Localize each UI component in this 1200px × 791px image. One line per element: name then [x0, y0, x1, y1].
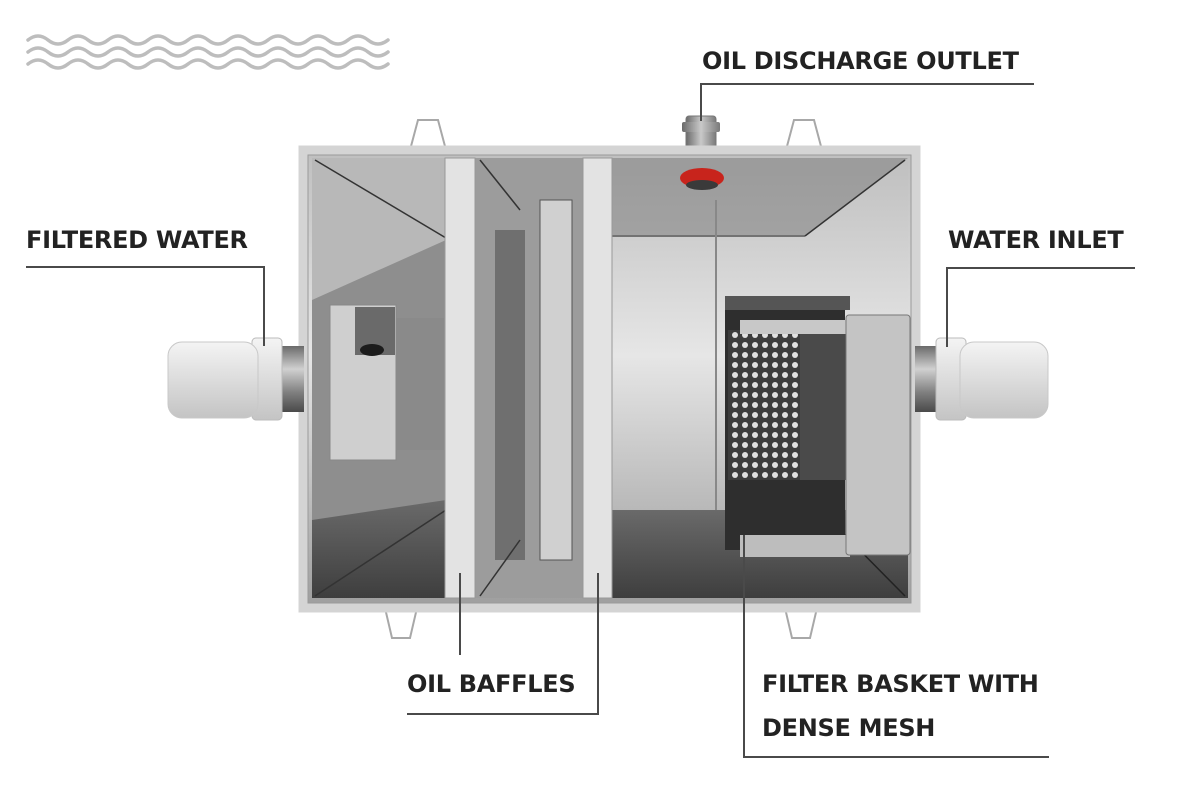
leader-line-oil-outlet-h — [700, 83, 1034, 85]
filter-basket — [725, 296, 911, 557]
label-filtered-water: FILTERED WATER — [26, 226, 248, 254]
label-oil-baffles: OIL BAFFLES — [407, 670, 576, 698]
leader-line-filtered-water-h — [26, 266, 264, 268]
leader-line-baffles-h — [407, 713, 599, 715]
left-pipe-fitting — [167, 337, 304, 421]
leader-line-oil-outlet-v — [700, 83, 702, 121]
leader-line-filtered-water-v — [263, 266, 265, 346]
leader-line-water-inlet-v — [946, 267, 948, 347]
oil-outlet-fitting — [685, 115, 717, 151]
leader-line-filter-basket-h — [743, 756, 1049, 758]
label-filter-basket-line1: FILTER BASKET WITH — [762, 670, 1039, 698]
leader-line-water-inlet-h — [946, 267, 1135, 269]
label-oil-discharge-outlet: OIL DISCHARGE OUTLET — [702, 47, 1019, 75]
oil-baffle-2 — [582, 157, 613, 599]
top-handle-right — [785, 119, 823, 151]
leader-line-baffle-2 — [597, 573, 599, 715]
leader-line-filter-basket-v — [743, 535, 745, 758]
bottom-foot-left — [384, 607, 418, 639]
leader-line-baffle-1 — [459, 573, 461, 655]
label-water-inlet: WATER INLET — [948, 226, 1124, 254]
bottom-foot-right — [784, 607, 818, 639]
right-pipe-fitting — [915, 337, 1049, 421]
wave-lines-icon — [26, 34, 390, 70]
top-handle-left — [409, 119, 447, 151]
oil-baffle-1 — [444, 157, 476, 599]
label-filter-basket-line2: DENSE MESH — [762, 714, 936, 742]
